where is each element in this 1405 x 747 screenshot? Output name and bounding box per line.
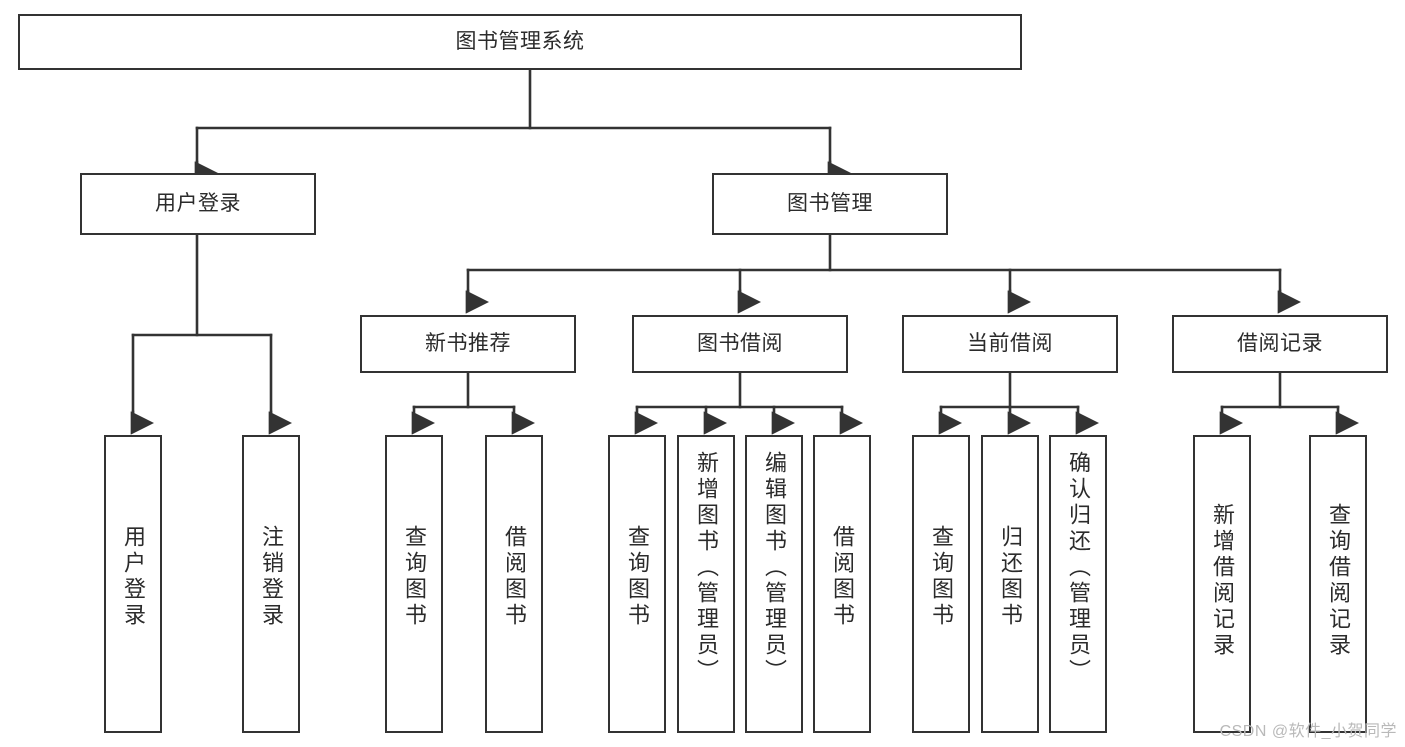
node-leaf-add-book-admin[interactable]: 新增图书（管理员） (677, 435, 735, 733)
csdn-watermark: CSDN @软件_小贺同学 (1219, 723, 1397, 740)
node-leaf-query-books-borrow[interactable]: 查询图书 (608, 435, 666, 733)
node-label: 查询图书 (929, 525, 954, 629)
node-leaf-return-books[interactable]: 归还图书 (981, 435, 1039, 733)
node-label: 借阅图书 (502, 525, 527, 629)
node-leaf-borrow-books-recommend[interactable]: 借阅图书 (485, 435, 543, 733)
node-book-borrowing[interactable]: 图书借阅 (632, 315, 848, 373)
node-label: 用户登录 (121, 525, 146, 629)
node-leaf-query-borrow-record[interactable]: 查询借阅记录 (1309, 435, 1367, 733)
node-root-book-management-system[interactable]: 图书管理系统 (18, 14, 1022, 70)
node-label: 图书管理系统 (455, 30, 585, 54)
node-label: 图书管理 (787, 192, 873, 216)
node-leaf-edit-book-admin[interactable]: 编辑图书（管理员） (745, 435, 803, 733)
node-borrowing-records[interactable]: 借阅记录 (1172, 315, 1388, 373)
node-label: 当前借阅 (967, 332, 1053, 356)
node-label: 编辑图书（管理员） (762, 451, 787, 685)
node-label: 注销登录 (259, 525, 284, 629)
node-current-borrowing[interactable]: 当前借阅 (902, 315, 1118, 373)
node-label: 确认归还（管理员） (1066, 451, 1091, 685)
node-label: 查询借阅记录 (1326, 503, 1351, 659)
node-leaf-logout[interactable]: 注销登录 (242, 435, 300, 733)
node-leaf-confirm-return-admin[interactable]: 确认归还（管理员） (1049, 435, 1107, 733)
node-new-book-recommendation[interactable]: 新书推荐 (360, 315, 576, 373)
node-label: 查询图书 (625, 525, 650, 629)
node-user-login[interactable]: 用户登录 (80, 173, 316, 235)
node-book-management[interactable]: 图书管理 (712, 173, 948, 235)
node-label: 借阅记录 (1237, 332, 1323, 356)
node-label: 查询图书 (402, 525, 427, 629)
node-leaf-query-books-recommend[interactable]: 查询图书 (385, 435, 443, 733)
node-label: 用户登录 (155, 192, 241, 216)
node-label: 图书借阅 (697, 332, 783, 356)
node-label: 新增借阅记录 (1210, 503, 1235, 659)
node-leaf-user-login[interactable]: 用户登录 (104, 435, 162, 733)
node-leaf-add-borrow-record[interactable]: 新增借阅记录 (1193, 435, 1251, 733)
node-label: 新书推荐 (425, 332, 511, 356)
node-leaf-borrow-books[interactable]: 借阅图书 (813, 435, 871, 733)
node-label: 新增图书（管理员） (694, 451, 719, 685)
node-leaf-query-books-current[interactable]: 查询图书 (912, 435, 970, 733)
node-label: 归还图书 (998, 525, 1023, 629)
node-label: 借阅图书 (830, 525, 855, 629)
